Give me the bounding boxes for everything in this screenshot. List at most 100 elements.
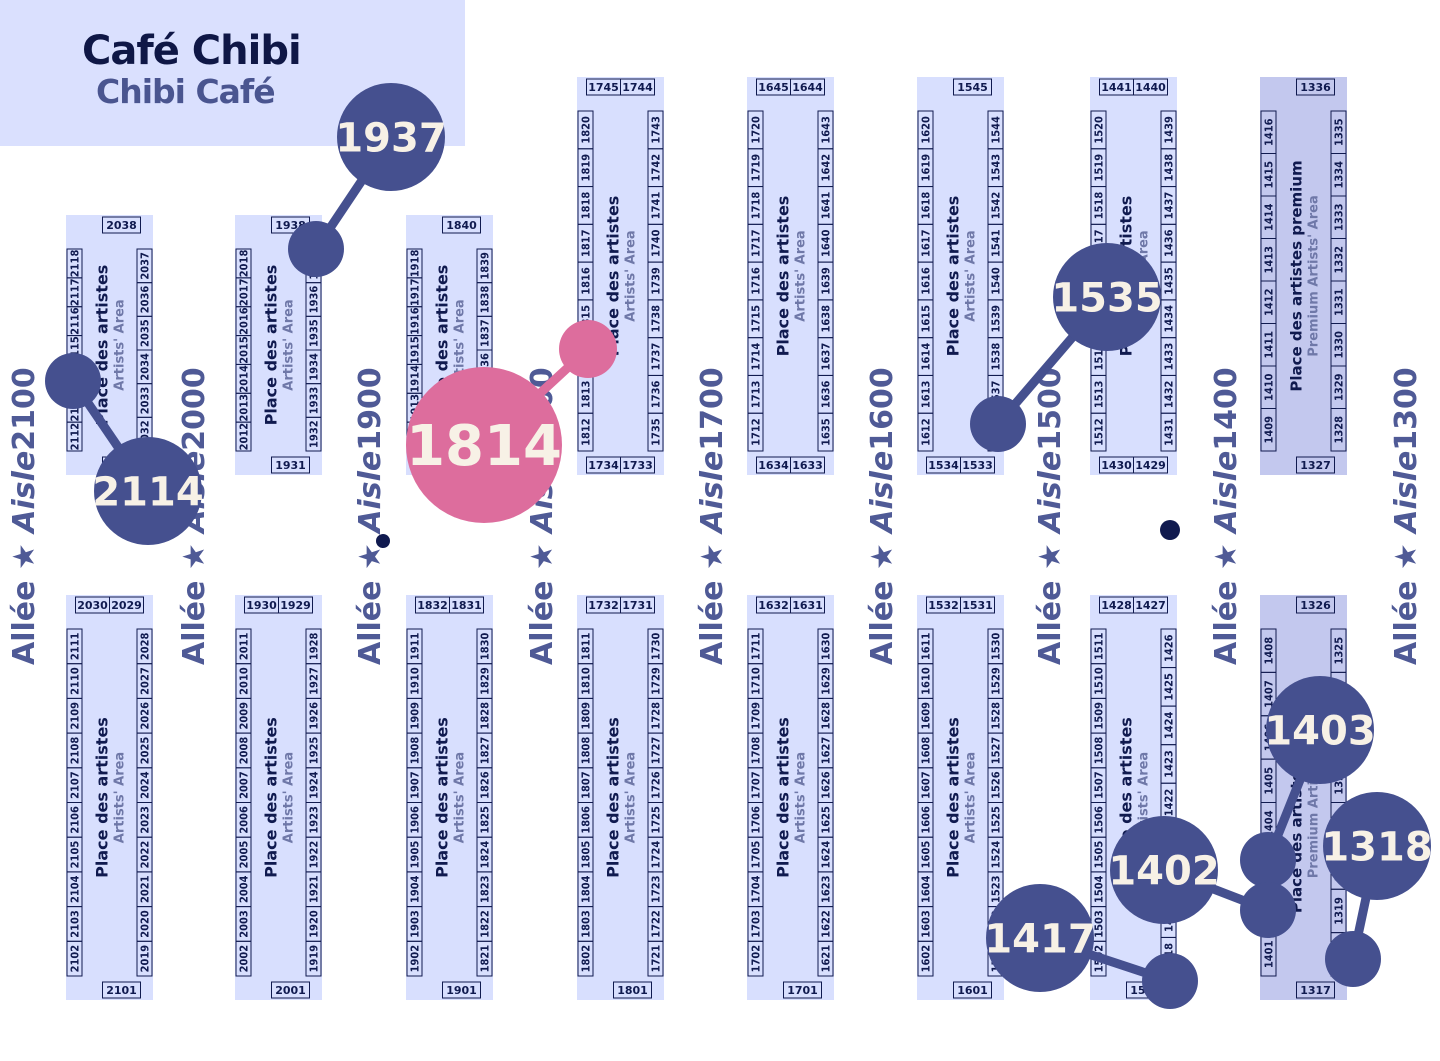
booth-1809[interactable]: 1809 — [577, 697, 594, 734]
booth-marker-1417[interactable]: 1417 — [984, 884, 1198, 1009]
booth-1806[interactable]: 1806 — [577, 802, 594, 838]
booth-1520[interactable]: 1520 — [1090, 110, 1107, 150]
booth-2009[interactable]: 2009 — [235, 697, 252, 734]
booth-1618[interactable]: 1618 — [917, 186, 934, 225]
booth-1930[interactable]: 1930 — [244, 596, 279, 614]
booth-2019[interactable]: 2019 — [136, 940, 153, 977]
booth-2018[interactable]: 2018 — [235, 248, 252, 279]
booth-1632[interactable]: 1632 — [756, 596, 791, 614]
booth-1729[interactable]: 1729 — [647, 663, 664, 699]
booth-1924[interactable]: 1924 — [305, 767, 322, 803]
booth-1743[interactable]: 1743 — [647, 110, 664, 150]
booth-1923[interactable]: 1923 — [305, 802, 322, 838]
booth-1325[interactable]: 1325 — [1330, 628, 1347, 673]
booth-1910[interactable]: 1910 — [406, 663, 423, 699]
booth-1724[interactable]: 1724 — [647, 836, 664, 873]
booth-1628[interactable]: 1628 — [817, 697, 834, 734]
booth-1633[interactable]: 1633 — [790, 456, 825, 474]
booth-1828[interactable]: 1828 — [476, 697, 493, 734]
booth-2023[interactable]: 2023 — [136, 802, 153, 838]
booth-1505[interactable]: 1505 — [1090, 836, 1107, 873]
booth-1511[interactable]: 1511 — [1090, 628, 1107, 665]
booth-1901[interactable]: 1901 — [442, 981, 481, 999]
booth-1612[interactable]: 1612 — [917, 412, 934, 452]
booth-1524[interactable]: 1524 — [987, 836, 1004, 873]
booth-1745[interactable]: 1745 — [586, 78, 621, 96]
booth-2110[interactable]: 2110 — [66, 663, 83, 699]
booth-1416[interactable]: 1416 — [1260, 110, 1277, 154]
booth-2026[interactable]: 2026 — [136, 697, 153, 734]
booth-marker-1402[interactable]: 1402 — [1108, 816, 1296, 938]
booth-1932[interactable]: 1932 — [305, 416, 322, 452]
booth-1936[interactable]: 1936 — [305, 282, 322, 317]
booth-1423[interactable]: 1423 — [1160, 744, 1177, 784]
booth-1904[interactable]: 1904 — [406, 871, 423, 908]
booth-1601[interactable]: 1601 — [953, 981, 992, 999]
booth-2034[interactable]: 2034 — [136, 349, 153, 385]
booth-1509[interactable]: 1509 — [1090, 697, 1107, 734]
booth-2007[interactable]: 2007 — [235, 767, 252, 803]
booth-1615[interactable]: 1615 — [917, 299, 934, 339]
booth-1740[interactable]: 1740 — [647, 223, 664, 263]
booth-1427[interactable]: 1427 — [1133, 596, 1168, 614]
booth-1335[interactable]: 1335 — [1330, 110, 1347, 154]
booth-1602[interactable]: 1602 — [917, 940, 934, 977]
booth-2006[interactable]: 2006 — [235, 802, 252, 838]
booth-marker-1318[interactable]: 1318 — [1321, 792, 1433, 987]
booth-2102[interactable]: 2102 — [66, 940, 83, 977]
booth-1908[interactable]: 1908 — [406, 732, 423, 769]
booth-1927[interactable]: 1927 — [305, 663, 322, 699]
booth-2103[interactable]: 2103 — [66, 906, 83, 942]
booth-1905[interactable]: 1905 — [406, 836, 423, 873]
booth-2036[interactable]: 2036 — [136, 282, 153, 317]
booth-1611[interactable]: 1611 — [917, 628, 934, 665]
booth-1829[interactable]: 1829 — [476, 663, 493, 699]
booth-1713[interactable]: 1713 — [747, 374, 764, 414]
booth-2101[interactable]: 2101 — [102, 981, 141, 999]
booth-1435[interactable]: 1435 — [1160, 261, 1177, 301]
booth-1902[interactable]: 1902 — [406, 940, 423, 977]
booth-1605[interactable]: 1605 — [917, 836, 934, 873]
booth-2020[interactable]: 2020 — [136, 906, 153, 942]
booth-1801[interactable]: 1801 — [613, 981, 652, 999]
booth-1637[interactable]: 1637 — [817, 337, 834, 376]
booth-1826[interactable]: 1826 — [476, 767, 493, 803]
booth-2025[interactable]: 2025 — [136, 732, 153, 769]
booth-1538[interactable]: 1538 — [987, 337, 1004, 376]
booth-1820[interactable]: 1820 — [577, 110, 594, 150]
booth-1613[interactable]: 1613 — [917, 374, 934, 414]
booth-1620[interactable]: 1620 — [917, 110, 934, 150]
booth-2021[interactable]: 2021 — [136, 871, 153, 908]
booth-1603[interactable]: 1603 — [917, 906, 934, 942]
booth-1915[interactable]: 1915 — [406, 335, 423, 365]
booth-2117[interactable]: 2117 — [66, 277, 83, 308]
booth-1838[interactable]: 1838 — [476, 282, 493, 317]
booth-1925[interactable]: 1925 — [305, 732, 322, 769]
booth-marker-1403[interactable]: 1403 — [1240, 676, 1376, 888]
booth-1737[interactable]: 1737 — [647, 337, 664, 376]
booth-marker-2114[interactable]: 2114 — [45, 353, 204, 545]
booth-1643[interactable]: 1643 — [817, 110, 834, 150]
booth-2116[interactable]: 2116 — [66, 306, 83, 337]
booth-1931[interactable]: 1931 — [271, 456, 310, 474]
booth-1544[interactable]: 1544 — [987, 110, 1004, 150]
booth-1802[interactable]: 1802 — [577, 940, 594, 977]
booth-1726[interactable]: 1726 — [647, 767, 664, 803]
booth-1706[interactable]: 1706 — [747, 802, 764, 838]
booth-1812[interactable]: 1812 — [577, 412, 594, 452]
booth-1742[interactable]: 1742 — [647, 148, 664, 188]
booth-1512[interactable]: 1512 — [1090, 412, 1107, 452]
booth-1808[interactable]: 1808 — [577, 732, 594, 769]
booth-1903[interactable]: 1903 — [406, 906, 423, 942]
booth-1507[interactable]: 1507 — [1090, 767, 1107, 803]
booth-2118[interactable]: 2118 — [66, 248, 83, 279]
booth-1916[interactable]: 1916 — [406, 306, 423, 337]
booth-2107[interactable]: 2107 — [66, 767, 83, 803]
booth-1432[interactable]: 1432 — [1160, 374, 1177, 414]
booth-1707[interactable]: 1707 — [747, 767, 764, 803]
booth-2004[interactable]: 2004 — [235, 871, 252, 908]
booth-1935[interactable]: 1935 — [305, 315, 322, 351]
booth-1720[interactable]: 1720 — [747, 110, 764, 150]
booth-1624[interactable]: 1624 — [817, 836, 834, 873]
booth-1922[interactable]: 1922 — [305, 836, 322, 873]
